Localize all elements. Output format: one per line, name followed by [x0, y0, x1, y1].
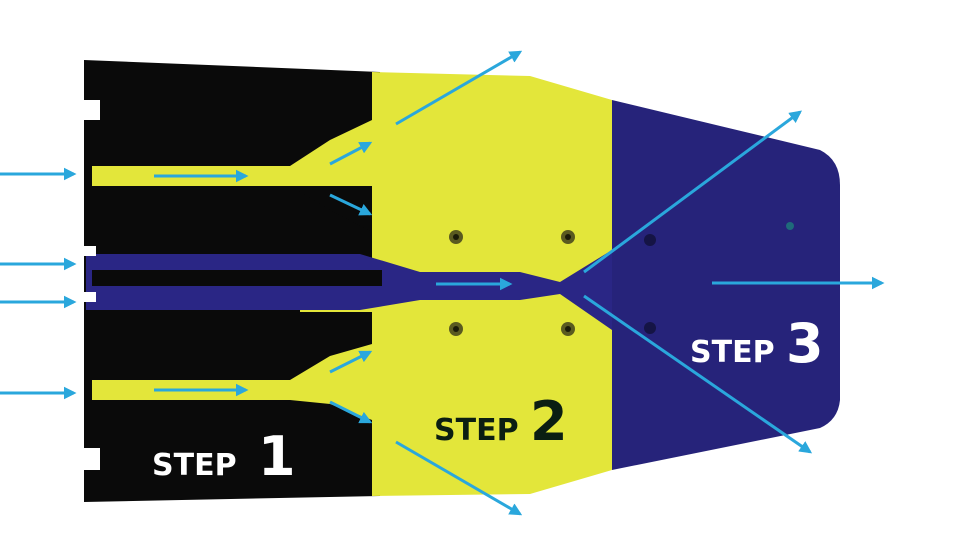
step1-number: 1: [258, 425, 296, 488]
arrow-split-bottom-up: [329, 350, 373, 374]
arrow-step3-down: [583, 294, 813, 454]
yellow-channel-bottom: [92, 344, 372, 420]
arrow-step2-bottom-out: [395, 440, 523, 516]
step2-word: STEP: [434, 413, 519, 448]
arrow-split-bottom-down: [329, 400, 373, 424]
arrow-split-top-up: [329, 141, 373, 166]
step3-word: STEP: [690, 335, 775, 370]
arrow-step3-up: [583, 110, 803, 274]
step2-label: STEP 2: [434, 390, 568, 453]
yellow-channel-top: [92, 120, 372, 186]
step2-number: 2: [530, 390, 568, 453]
step3-number: 3: [786, 312, 824, 375]
step1-word: STEP: [152, 448, 237, 483]
arrow-step2-top-out: [395, 50, 523, 126]
step3-label: STEP 3: [690, 312, 824, 375]
step3-region: [612, 100, 840, 470]
flow-arrows: [0, 50, 885, 516]
bolt-holes: [449, 222, 794, 336]
step1-label: STEP 1: [152, 425, 296, 488]
arrow-split-top-down: [329, 193, 373, 216]
